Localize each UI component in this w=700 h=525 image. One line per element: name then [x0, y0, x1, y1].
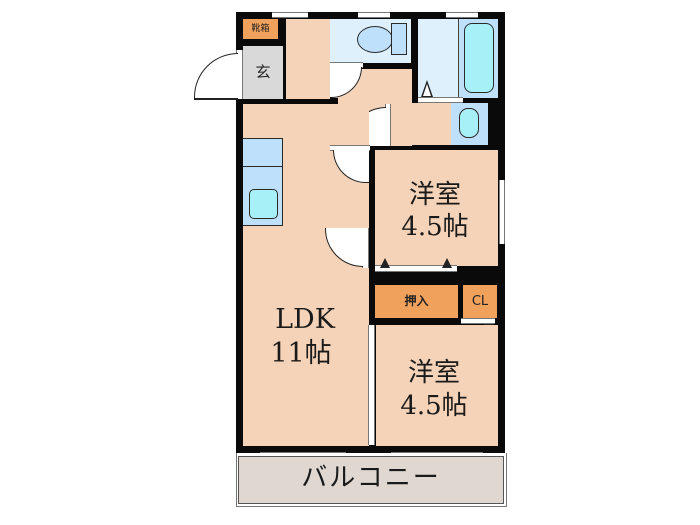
western-room-1-name: 洋室 [408, 180, 461, 210]
window-top-toilet [358, 12, 390, 18]
corridor [286, 19, 330, 99]
balcony-outer-rail [236, 453, 507, 507]
cl-label: CL [471, 294, 489, 309]
entrance-door-line [194, 98, 238, 100]
western-room-1 [375, 150, 498, 266]
washroom [390, 103, 452, 145]
room2-sliding-door[interactable] [368, 325, 375, 445]
closet-door-arrow-left [380, 258, 390, 268]
oshiire-label: 押入 [404, 294, 429, 308]
bathtub-icon [464, 23, 494, 93]
shoe-box: 靴箱 [243, 19, 278, 39]
toilet-bowl-icon [357, 26, 393, 53]
entrance-door-swing[interactable] [194, 53, 238, 99]
western-room-2-name: 洋室 [407, 358, 460, 388]
balcony-label: バルコニー [301, 463, 441, 493]
closet-door[interactable] [375, 265, 457, 272]
entrance: 玄 [243, 46, 283, 99]
room1-window [499, 180, 505, 244]
washbasin-icon [459, 108, 479, 138]
bath-door-frame [418, 97, 463, 103]
balcony [238, 456, 504, 504]
window-top-bath [446, 12, 478, 18]
bath-door-triangle-fill [423, 84, 431, 96]
toilet-tank-icon [391, 23, 407, 55]
cl-closet: CL [463, 285, 497, 318]
oshiire-closet: 押入 [375, 285, 458, 318]
room1-door-frame [362, 228, 369, 268]
western-room-2 [376, 325, 498, 446]
kitchen-sink-icon-2 [249, 189, 278, 219]
western-room-2-size: 4.5帖 [400, 391, 468, 421]
cl-door[interactable] [461, 318, 495, 324]
window-top-entrance [272, 12, 308, 18]
entrance-label: 玄 [255, 63, 271, 81]
ldk-size: 11帖 [270, 338, 332, 369]
closet-door-arrow-right [442, 258, 452, 268]
ldk-name: LDK [275, 304, 335, 335]
shoe-box-label: 靴箱 [251, 24, 270, 34]
western-room-1-size: 4.5帖 [401, 212, 469, 242]
